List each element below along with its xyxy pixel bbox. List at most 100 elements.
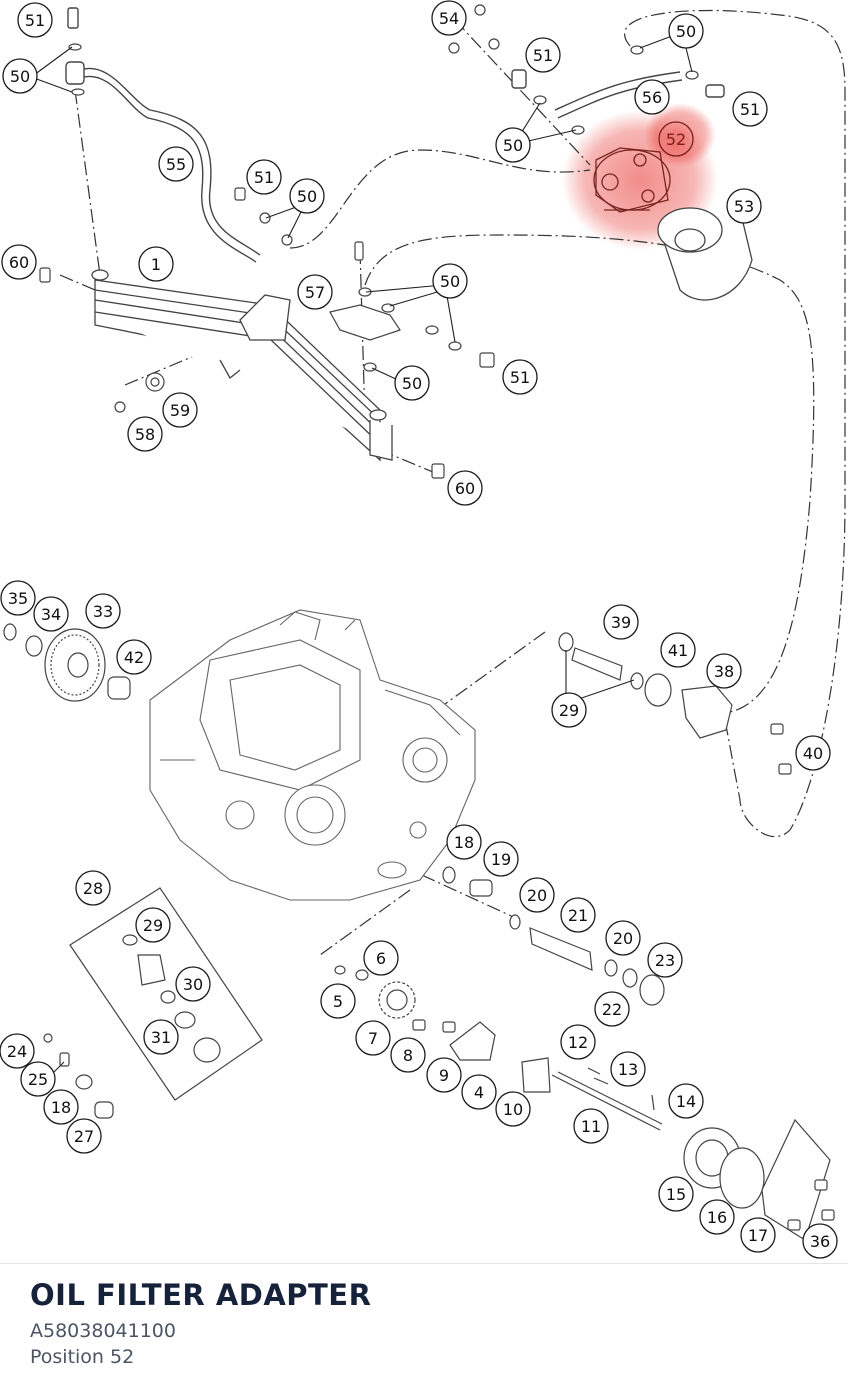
callout-53[interactable]: 53 [726, 188, 762, 224]
callout-50[interactable]: 50 [432, 263, 468, 299]
callout-54[interactable]: 54 [431, 0, 467, 36]
callout-50[interactable]: 50 [495, 127, 531, 163]
callout-57[interactable]: 57 [297, 274, 333, 310]
callout-7[interactable]: 7 [355, 1020, 391, 1056]
callout-number: 39 [611, 613, 631, 632]
callout-number: 53 [734, 197, 754, 216]
callout-circle [726, 188, 762, 224]
callout-51[interactable]: 51 [246, 159, 282, 195]
callout-6[interactable]: 6 [363, 940, 399, 976]
oil-line-56 [511, 69, 725, 119]
callout-circle [560, 1024, 596, 1060]
callout-number: 50 [440, 272, 460, 291]
callout-circle [320, 983, 356, 1019]
callout-circle [20, 1061, 56, 1097]
callout-circle [432, 263, 468, 299]
callout-27[interactable]: 27 [66, 1118, 102, 1154]
callout-55[interactable]: 55 [158, 146, 194, 182]
callout-28[interactable]: 28 [75, 870, 111, 906]
callout-18[interactable]: 18 [43, 1089, 79, 1125]
callout-number: 4 [474, 1083, 484, 1102]
oil-filter-adapter-52[interactable] [593, 147, 671, 213]
callout-51[interactable]: 51 [525, 37, 561, 73]
callout-circle [135, 907, 171, 943]
callout-18[interactable]: 18 [446, 824, 482, 860]
callout-23[interactable]: 23 [647, 942, 683, 978]
callout-number: 20 [527, 886, 547, 905]
callout-number: 12 [568, 1033, 588, 1052]
callout-19[interactable]: 19 [483, 841, 519, 877]
callout-number: 51 [533, 46, 553, 65]
callout-number: 42 [124, 648, 144, 667]
callout-59[interactable]: 59 [162, 392, 198, 428]
callout-number: 8 [403, 1046, 413, 1065]
callout-8[interactable]: 8 [390, 1037, 426, 1073]
callout-circle [634, 79, 670, 115]
callout-29[interactable]: 29 [551, 692, 587, 728]
callout-number: 19 [491, 850, 511, 869]
callout-34[interactable]: 34 [33, 596, 69, 632]
callout-circle [658, 121, 694, 157]
callout-31[interactable]: 31 [143, 1019, 179, 1055]
callout-5[interactable]: 5 [320, 983, 356, 1019]
callout-number: 50 [297, 187, 317, 206]
callout-50[interactable]: 50 [394, 365, 430, 401]
callout-number: 6 [376, 949, 386, 968]
callout-4[interactable]: 4 [461, 1074, 497, 1110]
callout-21[interactable]: 21 [560, 897, 596, 933]
callout-circle [502, 359, 538, 395]
callout-56[interactable]: 56 [634, 79, 670, 115]
callout-17[interactable]: 17 [740, 1217, 776, 1253]
callout-50[interactable]: 50 [289, 178, 325, 214]
callout-51[interactable]: 51 [732, 91, 768, 127]
callout-30[interactable]: 30 [175, 966, 211, 1002]
callout-41[interactable]: 41 [660, 632, 696, 668]
callout-circle [795, 735, 831, 771]
callout-35[interactable]: 35 [0, 580, 36, 616]
callout-24[interactable]: 24 [0, 1033, 35, 1069]
callout-40[interactable]: 40 [795, 735, 831, 771]
callout-circle [0, 580, 36, 616]
callout-number: 27 [74, 1127, 94, 1146]
callout-circle [447, 470, 483, 506]
callout-36[interactable]: 36 [802, 1223, 838, 1259]
callout-15[interactable]: 15 [658, 1176, 694, 1212]
callout-number: 29 [143, 916, 163, 935]
callout-20[interactable]: 20 [605, 920, 641, 956]
callout-circle [116, 639, 152, 675]
callout-38[interactable]: 38 [706, 653, 742, 689]
callout-10[interactable]: 10 [495, 1091, 531, 1127]
callout-52-selected[interactable]: 52 [658, 121, 694, 157]
callout-16[interactable]: 16 [699, 1199, 735, 1235]
callout-58[interactable]: 58 [127, 416, 163, 452]
callout-number: 51 [510, 368, 530, 387]
oil-cooler-1 [91, 269, 393, 462]
callout-33[interactable]: 33 [85, 593, 121, 629]
callout-circle [603, 604, 639, 640]
callout-20[interactable]: 20 [519, 877, 555, 913]
callout-circle [17, 2, 53, 38]
callout-51[interactable]: 51 [502, 359, 538, 395]
callout-circle [495, 1091, 531, 1127]
callout-25[interactable]: 25 [20, 1061, 56, 1097]
callout-60[interactable]: 60 [447, 470, 483, 506]
callout-29[interactable]: 29 [135, 907, 171, 943]
callout-12[interactable]: 12 [560, 1024, 596, 1060]
callout-number: 59 [170, 401, 190, 420]
callout-11[interactable]: 11 [573, 1108, 609, 1144]
callout-22[interactable]: 22 [594, 991, 630, 1027]
callout-39[interactable]: 39 [603, 604, 639, 640]
callout-number: 34 [41, 605, 61, 624]
callout-circle [525, 37, 561, 73]
callout-circle [668, 1083, 704, 1119]
callout-50[interactable]: 50 [2, 58, 38, 94]
callout-13[interactable]: 13 [610, 1051, 646, 1087]
callout-42[interactable]: 42 [116, 639, 152, 675]
callout-60[interactable]: 60 [1, 244, 37, 280]
callout-51[interactable]: 51 [17, 2, 53, 38]
callout-number: 51 [25, 11, 45, 30]
callout-9[interactable]: 9 [426, 1057, 462, 1093]
callout-50[interactable]: 50 [668, 13, 704, 49]
callout-1[interactable]: 1 [138, 246, 174, 282]
callout-14[interactable]: 14 [668, 1083, 704, 1119]
